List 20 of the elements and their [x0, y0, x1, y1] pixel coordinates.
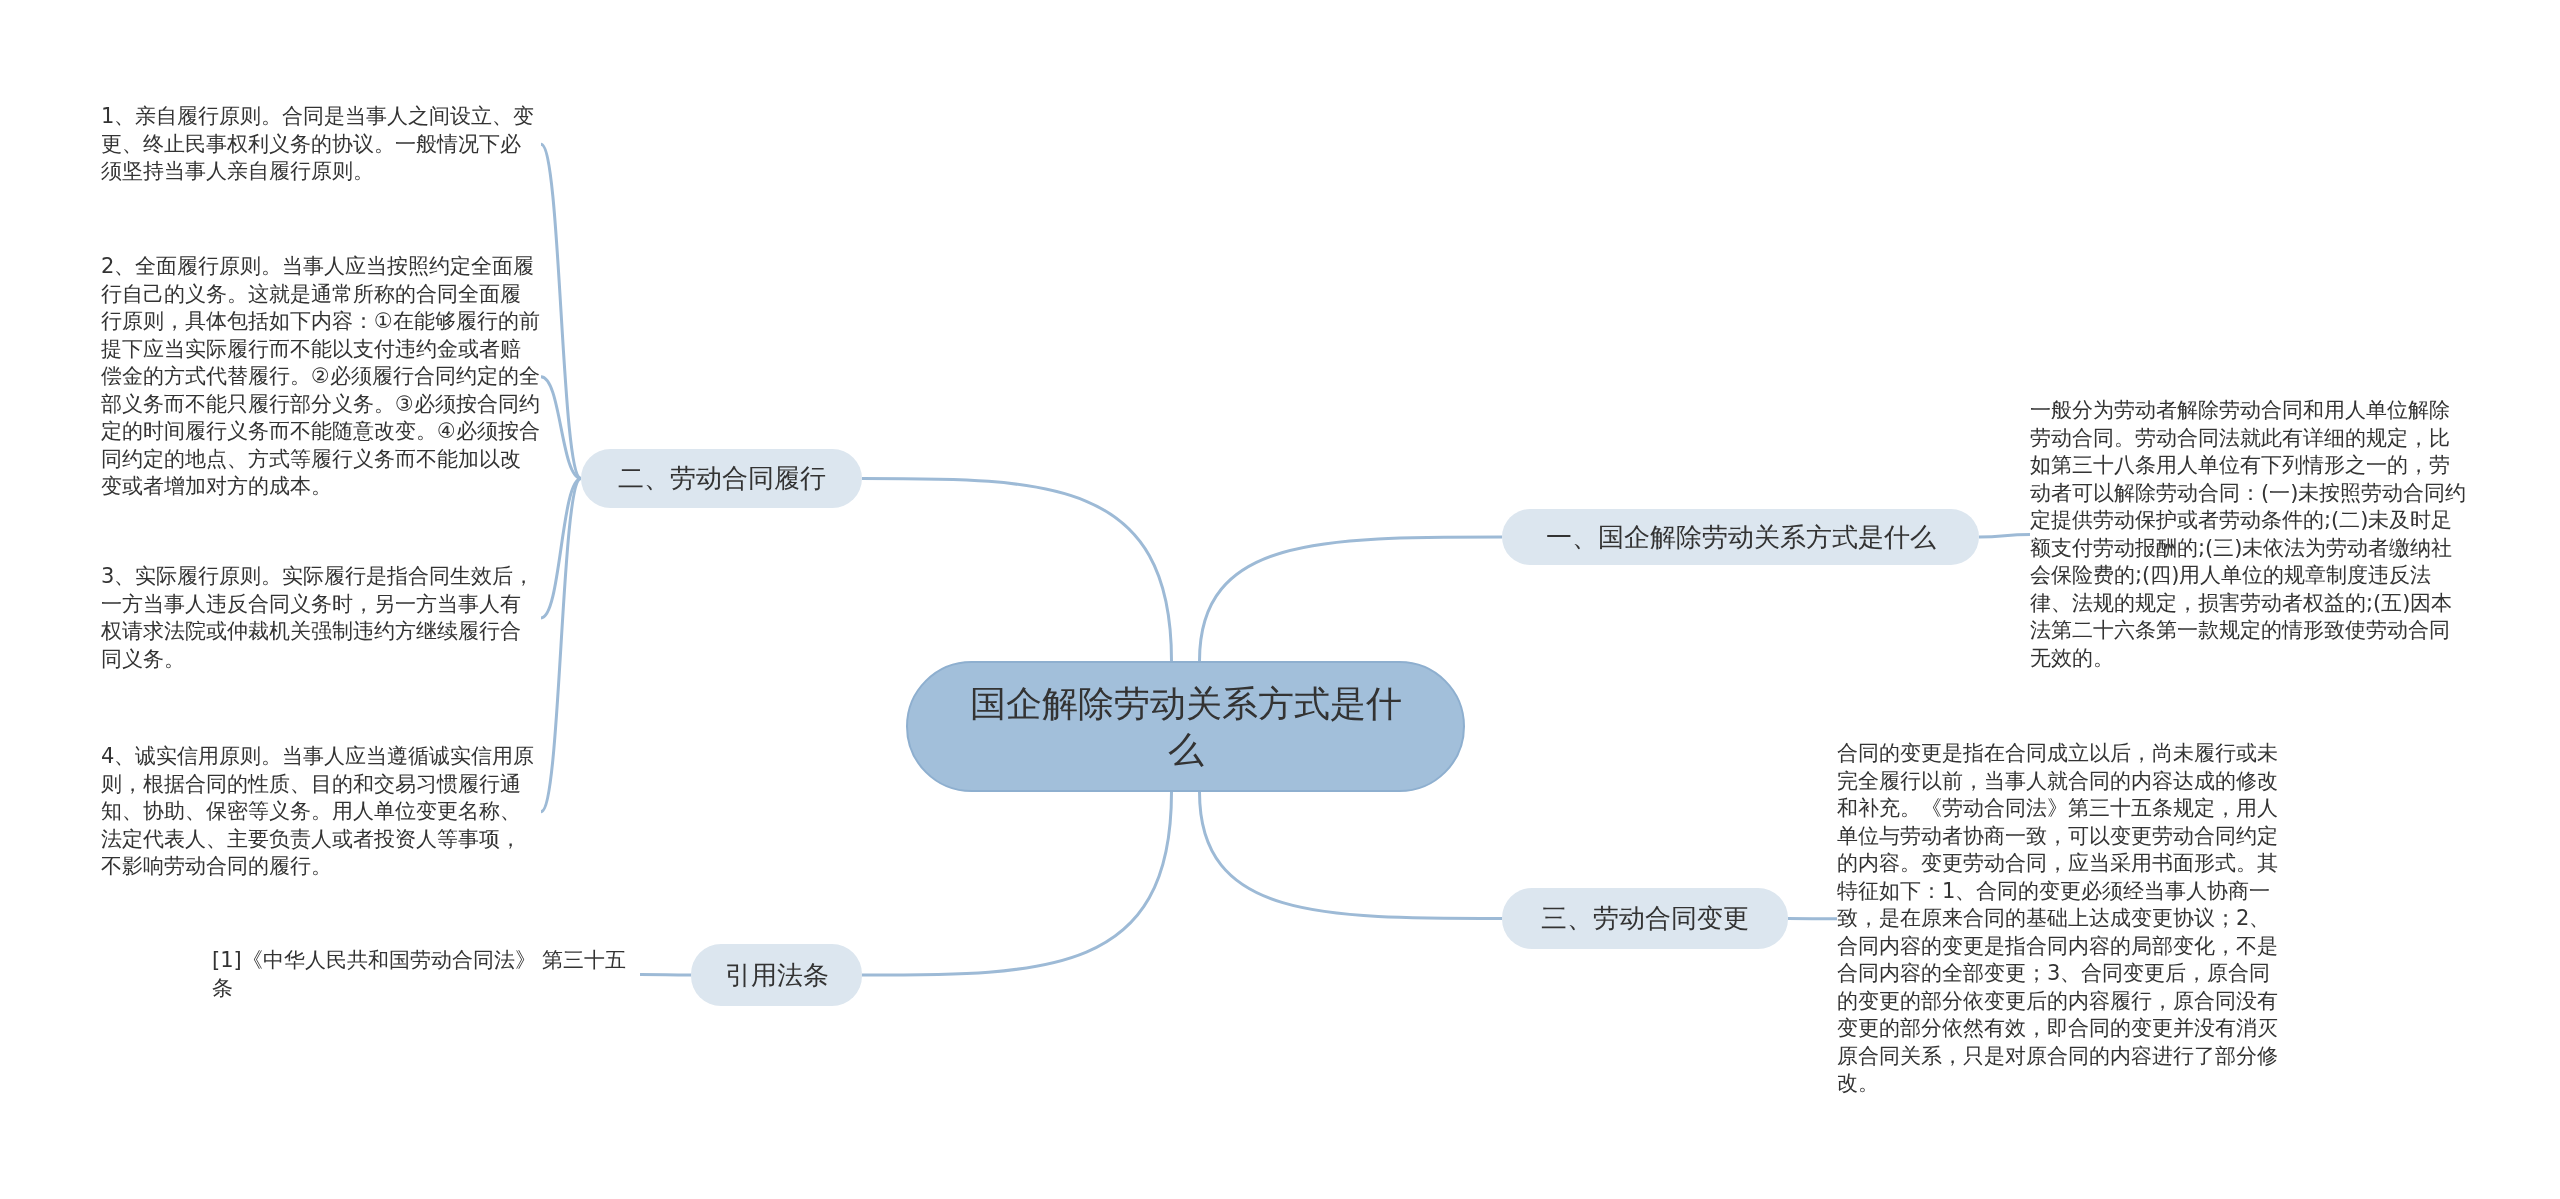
note-text: [1]《中华人民共和国劳动合同法》 第三十五条 — [212, 947, 640, 1002]
topic-box: 引用法条 — [691, 944, 862, 1006]
connector-line — [862, 791, 1173, 977]
note-text: 合同的变更是指在合同成立以后，尚未履行或未完全履行以前，当事人就合同的内容达成的修改和补充。《劳动合同法》第三十五条规定，用人单位与劳动者协商一致，可以变更劳动合同约定的内容。变更劳动合同，应当采用书面形式。其特征如下：1、合同的变更必须经当事人协商一致，是在原来合同的基础上达成变更协议；2、合同内容的变更是指合同内容的局部变化，不是合同内容的全部变更；3、合同变更后，原合同的变更的部分依变更后的内容履行，原合同没有变更的部分依然有效，即合同的变更并没有消灭原合同关系，只是对原合同的内容进行了部分修改。 — [1837, 740, 2278, 1098]
connector-line — [1788, 917, 1837, 921]
note-text: 1、亲自履行原则。合同是当事人之间设立、变更、终止民事权利义务的协议。一般情况下必须坚持当事人亲自履行原则。 — [101, 103, 541, 186]
topic-box: 二、劳动合同履行 — [581, 449, 862, 508]
central-topic: 国企解除劳动关系方式是什么 — [906, 661, 1465, 792]
topic-box: 一、国企解除劳动关系方式是什么 — [1502, 509, 1979, 565]
note-text: 2、全面履行原则。当事人应当按照约定全面履行自己的义务。这就是通常所称的合同全面履行原则，具体包括如下内容：①在能够履行的前提下应当实际履行而不能以支付违约金或者赔偿金的方式代替履行。②必须履行合同约定的全部义务而不能只履行部分义务。③必须按合同约定的时间履行义务而不能随意改变。④必须按合同约定的地点、方式等履行义务而不能加以改变或者增加对方的成本。 — [101, 253, 541, 501]
topic-box: 三、劳动合同变更 — [1502, 888, 1788, 949]
connector-line — [1198, 791, 1502, 920]
note-text: 3、实际履行原则。实际履行是指合同生效后，一方当事人违反合同义务时，另一方当事人有权请求法院或仲裁机关强制违约方继续履行合同义务。 — [101, 563, 541, 673]
connector-line — [539, 477, 583, 813]
note-text: 4、诚实信用原则。当事人应当遵循诚实信用原则，根据合同的性质、目的和交易习惯履行通知、协助、保密等义务。用人单位变更名称、法定代表人、主要负责人或者投资人等事项，不影响劳动合同的履行。 — [101, 743, 541, 881]
connector-line — [640, 973, 691, 977]
connector-line — [1198, 535, 1502, 662]
connector-line — [1979, 533, 2030, 539]
note-text: 一般分为劳动者解除劳动合同和用人单位解除劳动合同。劳动合同法就此有详细的规定，比如第三十八条用人单位有下列情形之一的，劳动者可以解除劳动合同：(一)未按照劳动合同约定提供劳动保护或者劳动条件的;(二)未及时足额支付劳动报酬的;(三)未依法为劳动者缴纳社会保险费的;(四)用人单位的规章制度违反法律、法规的规定，损害劳动者权益的;(五)因本法第二十六条第一款规定的情形致使劳动合同无效的。 — [2030, 397, 2470, 672]
connector-line — [862, 477, 1173, 662]
